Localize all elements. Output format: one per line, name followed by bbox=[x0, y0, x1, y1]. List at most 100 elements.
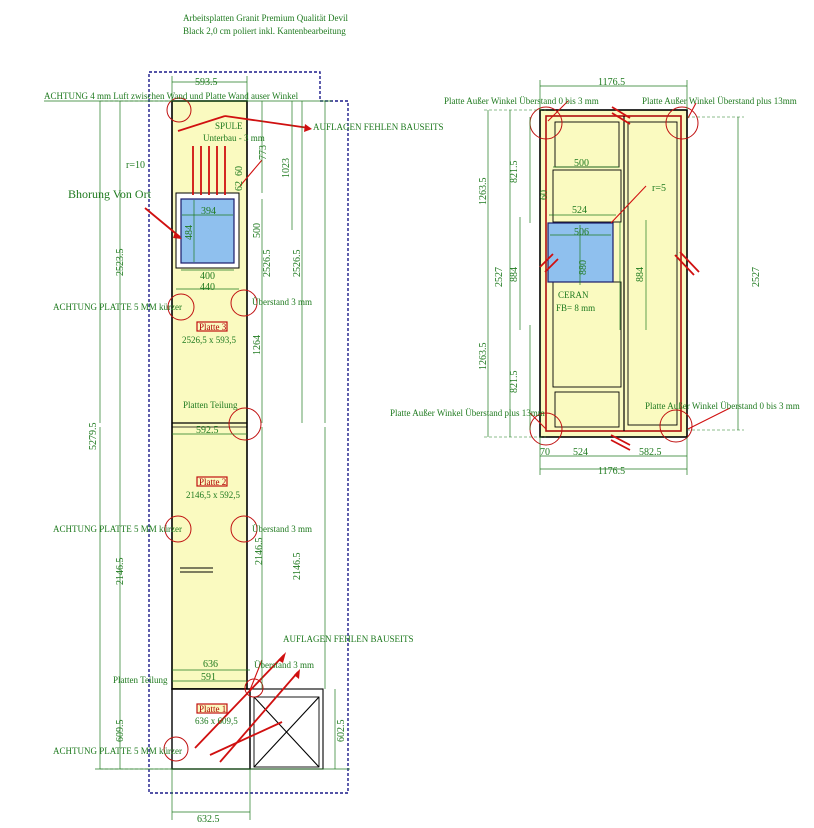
left-dimensions bbox=[44, 76, 350, 820]
dim-602-5: 602.5 bbox=[336, 720, 347, 743]
cabinet-cross-b bbox=[253, 696, 320, 768]
r-circle-tr bbox=[665, 106, 699, 140]
note-teilung-1: Platten Teilung bbox=[183, 400, 238, 410]
note-ueberstand-2: Überstand 3 mm bbox=[252, 524, 312, 534]
plate-2-label-box bbox=[196, 476, 228, 487]
note-bohrung: Bhorung Von Ort bbox=[68, 187, 152, 201]
right-inner-frame bbox=[545, 115, 682, 432]
cabinet-inner bbox=[253, 696, 320, 768]
right-panel bbox=[627, 121, 678, 426]
note-kurzer-1: ACHTUNG PLATTE 5 MM kürzer bbox=[53, 302, 182, 312]
right-red-marks bbox=[529, 100, 731, 451]
r-dim-top: 1176.5 bbox=[598, 77, 625, 88]
spule-lines bbox=[192, 146, 226, 195]
r-dim-500: 500 bbox=[574, 158, 589, 169]
note-r5: r=5 bbox=[652, 183, 666, 194]
note-spule: SPULE bbox=[215, 121, 243, 131]
right-dimensions bbox=[484, 80, 744, 475]
r-dim-884b: 884 bbox=[635, 267, 646, 282]
circle-right-2 bbox=[230, 515, 258, 543]
dim-632-5: 632.5 bbox=[197, 814, 220, 825]
note-tl: Platte Außer Winkel Überstand 0 bis 3 mm bbox=[444, 96, 599, 106]
note-teilung-2: Platten Teilung bbox=[113, 675, 168, 685]
dim-394: 394 bbox=[201, 206, 216, 217]
plate-2-size: 2146,5 x 592,5 bbox=[186, 490, 241, 500]
note-unterbau: Unterbau - 3 mm bbox=[203, 133, 265, 143]
r-dim-821b: 821.5 bbox=[509, 371, 520, 394]
left-view bbox=[44, 71, 350, 820]
circle-bottom bbox=[163, 736, 189, 762]
plate-3-label-box bbox=[196, 321, 228, 332]
cab-2 bbox=[552, 169, 622, 223]
r-dim-884a: 884 bbox=[509, 267, 520, 282]
header-line-1: Arbeitsplatten Granit Premium Qualität D… bbox=[183, 13, 348, 23]
note-auflagen-bottom: AUFLAGEN FEHLEN BAUSEITS bbox=[283, 634, 414, 644]
header-line-2: Black 2,0 cm poliert inkl. Kantenbearbei… bbox=[183, 26, 346, 36]
note-kurzer-3: ACHTUNG PLATTE 5 MM kürzer bbox=[53, 746, 182, 756]
plate-3-size: 2526,5 x 593,5 bbox=[182, 335, 237, 345]
red-arrows-left bbox=[144, 115, 312, 763]
ceran-cutout bbox=[547, 222, 614, 283]
dim-2146c: 2146.5 bbox=[292, 553, 303, 581]
note-bl: Platte Außer Winkel Überstand plus 13mm bbox=[390, 408, 545, 418]
dim-62: 62 bbox=[234, 181, 245, 191]
dim-1023: 1023 bbox=[281, 158, 292, 178]
dim-591: 591 bbox=[201, 672, 216, 683]
note-ueberstand-3: Überstand 3 mm bbox=[254, 660, 314, 670]
r-dim-70: 70 bbox=[540, 447, 550, 458]
plate-1-name: Platte 1 bbox=[199, 704, 226, 714]
dim-2146a: 2146.5 bbox=[115, 558, 126, 586]
dim-609-5: 609.5 bbox=[115, 720, 126, 743]
dim-5279: 5279.5 bbox=[88, 423, 99, 451]
r-dim-1263b: 1263.5 bbox=[478, 343, 489, 371]
r-dim-506: 506 bbox=[574, 227, 589, 238]
circle-right-1 bbox=[230, 289, 258, 317]
dim-400: 400 bbox=[200, 271, 215, 282]
dim-2523: 2523.5 bbox=[115, 249, 126, 277]
r-dim-524b: 524 bbox=[573, 447, 588, 458]
r-circle-br bbox=[659, 409, 693, 443]
dim-500: 500 bbox=[252, 223, 263, 238]
plate-1-slab bbox=[171, 688, 251, 770]
dim-60: 60 bbox=[234, 166, 245, 176]
right-view-text: Platte Außer Winkel Überstand 0 bis 3 mm… bbox=[390, 77, 800, 477]
dim-440: 440 bbox=[200, 282, 215, 293]
circle-split bbox=[228, 407, 262, 441]
cab-4 bbox=[554, 391, 620, 428]
dim-top-width: 593.5 bbox=[195, 77, 218, 88]
dim-2526a: 2526.5 bbox=[262, 250, 273, 278]
dim-1264: 1264 bbox=[252, 335, 263, 355]
r-dim-2527b: 2527 bbox=[751, 267, 762, 287]
r-dim-582: 582.5 bbox=[639, 447, 662, 458]
plate-3-name: Platte 3 bbox=[199, 322, 227, 332]
circle-left-1 bbox=[167, 293, 195, 321]
dim-484: 484 bbox=[184, 225, 195, 240]
r-dim-821a: 821.5 bbox=[509, 161, 520, 184]
note-auflagen-top: AUFLAGEN FEHLEN BAUSEITS bbox=[313, 122, 444, 132]
r-dim-1263a: 1263.5 bbox=[478, 178, 489, 206]
dim-592-5: 592.5 bbox=[196, 425, 219, 436]
note-ceran: CERAN bbox=[558, 290, 589, 300]
dim-636: 636 bbox=[203, 659, 218, 670]
note-kurzer-2: ACHTUNG PLATTE 5 MM kürzer bbox=[53, 524, 182, 534]
r-dim-bottom: 1176.5 bbox=[598, 466, 625, 477]
note-fb: FB= 8 mm bbox=[556, 303, 595, 313]
right-view bbox=[484, 80, 744, 475]
plate-1-size: 636 x 609,5 bbox=[195, 716, 238, 726]
r-dim-524: 524 bbox=[572, 205, 587, 216]
note-r10: r=10 bbox=[126, 160, 145, 171]
dim-2146b: 2146.5 bbox=[254, 538, 265, 566]
r-dim-60: 60 bbox=[539, 190, 550, 200]
note-tr: Platte Außer Winkel Überstand plus 13mm bbox=[642, 96, 797, 106]
note-br: Platte Außer Winkel Überstand 0 bis 3 mm bbox=[645, 401, 800, 411]
r-dim-2527a: 2527 bbox=[494, 267, 505, 287]
circle-left-2 bbox=[164, 515, 192, 543]
cabinet-box bbox=[249, 688, 324, 770]
note-ueberstand-1: Überstand 3 mm bbox=[252, 297, 312, 307]
sink-cutout bbox=[180, 198, 235, 264]
dim-2526b: 2526.5 bbox=[292, 250, 303, 278]
note-luft: ACHTUNG 4 mm Luft zwischen Wand und Plat… bbox=[44, 91, 299, 101]
r-dim-880: 880 bbox=[578, 260, 589, 275]
left-view-text: ACHTUNG 4 mm Luft zwischen Wand und Plat… bbox=[44, 77, 444, 825]
